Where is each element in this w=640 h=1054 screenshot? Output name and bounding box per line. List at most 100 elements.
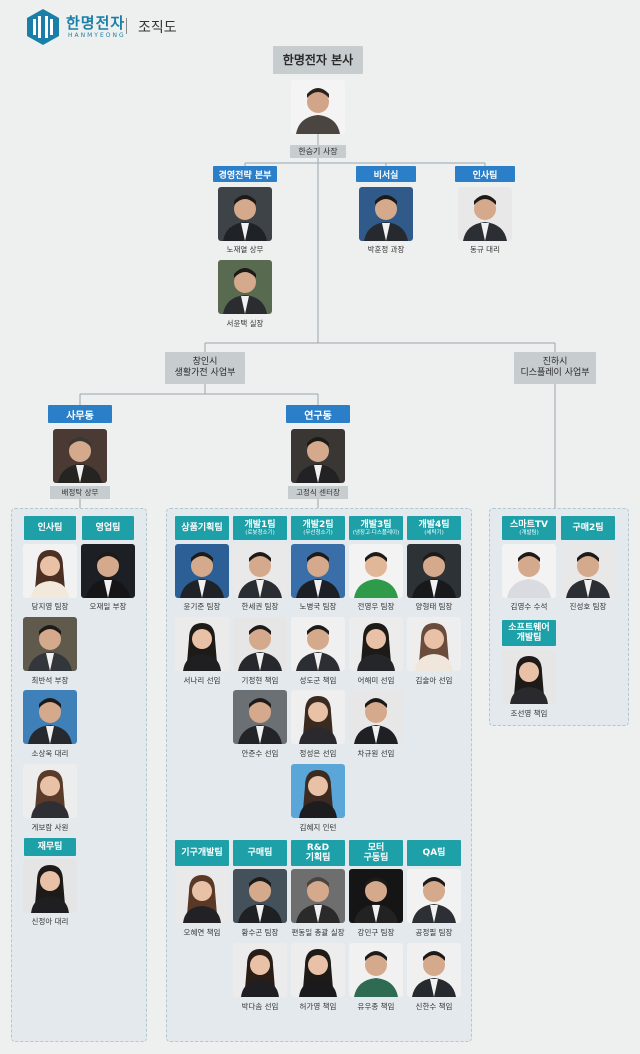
person-photo [349, 544, 403, 598]
person-photo [23, 690, 77, 744]
header-divider [126, 18, 127, 34]
person-caption: 동규 대리 [470, 245, 500, 254]
division-line2: 디스플레이 사업부 [520, 368, 590, 378]
person-caption: 황수곤 팀장 [241, 928, 279, 937]
person-photo [502, 544, 556, 598]
person-photo [349, 690, 403, 744]
person-photo [23, 764, 77, 818]
team-subtitle: (냉장고·디스플레이) [352, 530, 400, 537]
person-photo [233, 943, 287, 997]
person-caption: 노재열 상무 [226, 245, 264, 254]
person-photo [233, 544, 287, 598]
dept-secretary-title: 비서실 [356, 166, 416, 182]
person-photo [291, 617, 345, 671]
person-caption: 김혜지 인턴 [299, 823, 337, 832]
building-head-caption: 고정식 센터장 [288, 486, 348, 499]
person-photo [502, 650, 556, 704]
team-title: 모터 [367, 842, 385, 853]
person-photo [561, 544, 615, 598]
person-caption: 소상욱 대리 [31, 749, 69, 758]
person-photo [175, 869, 229, 923]
person-photo [291, 544, 345, 598]
person-caption: 윤기준 팀장 [183, 602, 221, 611]
person-photo [291, 429, 345, 483]
person-caption: 신정아 대리 [31, 917, 69, 926]
person-photo [233, 690, 287, 744]
team-title: 개발1팀 [244, 519, 276, 530]
person-caption: 노병국 팀장 [299, 602, 337, 611]
team-subtitle: (세탁기) [424, 530, 444, 537]
person-photo [407, 617, 461, 671]
person-caption: 서나리 선임 [183, 676, 221, 685]
person-caption: 정성은 선임 [299, 749, 337, 758]
division-changin: 창인시 생활가전 사업부 [165, 352, 245, 384]
building-office-title: 사무동 [48, 405, 112, 423]
team-purchasing-title: 구매팀 [233, 840, 287, 866]
person-caption: 안준수 선임 [241, 749, 279, 758]
team-qa-title: QA팀 [407, 840, 461, 866]
team-dev1-title: 개발1팀(로봇청소기) [233, 516, 287, 540]
hq-title: 한명전자 본사 [273, 46, 363, 74]
person-photo [458, 187, 512, 241]
building-research-title: 연구동 [286, 405, 350, 423]
team-sales-title: 영업팀 [82, 516, 134, 540]
ceo-photo [291, 80, 345, 134]
person-caption: 강민구 팀장 [357, 928, 395, 937]
person-caption: 한세권 팀장 [241, 602, 279, 611]
person-photo [175, 617, 229, 671]
team-planning-title: 상품기획팀 [175, 516, 229, 540]
person-photo [23, 617, 77, 671]
team-title: R&D [306, 842, 330, 853]
person-photo [218, 260, 272, 314]
person-caption: 양형태 팀장 [415, 602, 453, 611]
person-photo [175, 544, 229, 598]
person-photo [291, 943, 345, 997]
person-photo [23, 544, 77, 598]
person-caption: 서윤택 실장 [226, 319, 264, 328]
team-purchasing2-title: 구매2팀 [561, 516, 615, 540]
person-photo [407, 544, 461, 598]
team-mechanical-title: 기구개발팀 [175, 840, 229, 866]
person-photo [407, 943, 461, 997]
person-caption: 조선영 책임 [510, 709, 548, 718]
team-title: 개발3팀 [360, 519, 392, 530]
logo-subtext: HANMYEONG [68, 32, 126, 39]
person-photo [407, 869, 461, 923]
person-caption: 전영우 팀장 [357, 602, 395, 611]
person-caption: 진성호 팀장 [569, 602, 607, 611]
team-dev3-title: 개발3팀(냉장고·디스플레이) [349, 516, 403, 540]
person-caption: 공정필 팀장 [415, 928, 453, 937]
team-subtitle: (무선청소기) [303, 530, 333, 537]
dept-hr-title: 인사팀 [455, 166, 515, 182]
person-caption: 유우종 책임 [357, 1002, 395, 1011]
team-dev4-title: 개발4팀(세탁기) [407, 516, 461, 540]
person-photo [233, 617, 287, 671]
person-photo [359, 187, 413, 241]
team-title: 개발팀 [516, 633, 542, 643]
person-caption: 오혜연 책임 [183, 928, 221, 937]
person-caption: 김술아 선임 [415, 676, 453, 685]
team-dev2-title: 개발2팀(무선청소기) [291, 516, 345, 540]
person-photo [53, 429, 107, 483]
team-subtitle: (로봇청소기) [245, 530, 275, 537]
person-photo [218, 187, 272, 241]
person-caption: 당지영 팀장 [31, 602, 69, 611]
team-title: 소프트웨어 [508, 622, 550, 633]
person-caption: 박훈정 과장 [367, 245, 405, 254]
logo-text: 한명전자 [66, 14, 126, 32]
person-caption: 편동일 총괄 실장 [291, 928, 345, 937]
team-subtitle: (개발팀) [519, 530, 539, 537]
person-photo [23, 859, 77, 913]
person-photo [349, 943, 403, 997]
person-caption: 기정현 책임 [241, 676, 279, 685]
team-title: 기획팀 [305, 853, 331, 863]
team-title: 상품기획팀 [181, 522, 223, 533]
division-jinha: 진하시 디스플레이 사업부 [514, 352, 596, 384]
company-logo-icon [24, 8, 62, 46]
page-title: 조직도 [138, 20, 177, 36]
person-caption: 박다솜 선임 [241, 1002, 279, 1011]
person-caption: 신한수 책임 [415, 1002, 453, 1011]
